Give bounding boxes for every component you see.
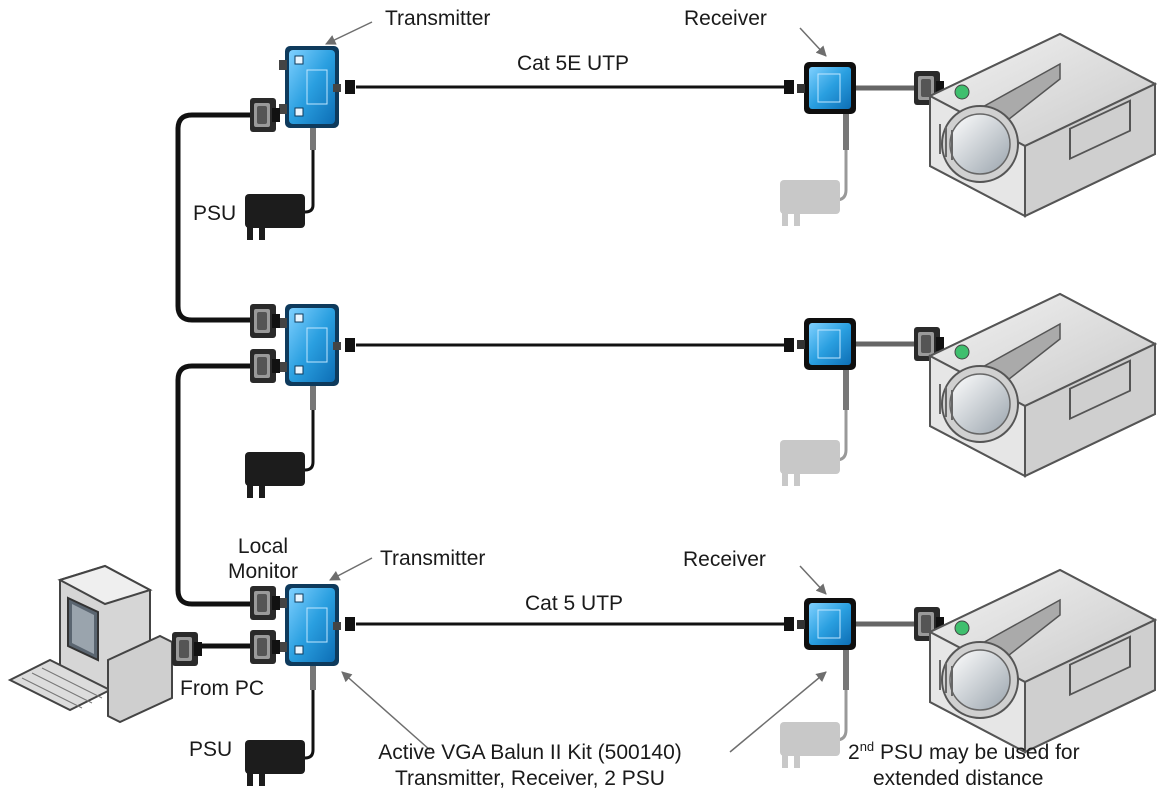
row-2	[245, 293, 1156, 498]
label-local-monitor-1: Local	[237, 535, 289, 558]
daisy-chain-cable-1	[175, 112, 250, 323]
daisy-chain-cable-2	[175, 363, 250, 607]
transmitter-bottom	[278, 583, 342, 667]
psu-light-top	[780, 180, 840, 226]
note-ordinal-suffix: nd	[859, 739, 875, 754]
row-3	[245, 569, 1156, 786]
vga-connector-middle-in	[250, 304, 280, 338]
vga-connector-from-pc	[250, 630, 280, 664]
pc-computer	[7, 564, 250, 724]
label-kit-line1: Active VGA Balun II Kit (500140)	[378, 741, 682, 764]
vga-connector-middle-out	[250, 349, 280, 383]
label-psu-top: PSU	[193, 202, 237, 225]
note-line1-rest: PSU may be used for	[874, 741, 1080, 764]
arrow-kit-transmitter	[341, 671, 431, 751]
label-cable-bottom: Cat 5 UTP	[525, 592, 624, 615]
label-note-line1: 2nd PSU may be used for	[848, 739, 1080, 765]
label-local-monitor-2: Monitor	[227, 560, 299, 583]
label-psu-bottom: PSU	[189, 738, 233, 761]
projector-bottom	[929, 569, 1156, 753]
arrow-transmitter-bottom	[329, 557, 373, 581]
label-receiver-top: Receiver	[684, 7, 767, 30]
transmitter-top	[278, 45, 342, 129]
receiver-bottom	[796, 597, 857, 651]
psu-dark-top	[245, 194, 305, 240]
note-ordinal-num: 2	[848, 741, 860, 764]
arrow-transmitter-top	[325, 21, 373, 45]
vga-connector-local-monitor	[250, 586, 280, 620]
arrow-receiver-top	[799, 27, 827, 57]
psu-light-middle	[780, 440, 840, 486]
label-transmitter-top: Transmitter	[385, 7, 491, 30]
vga-connector-top	[250, 98, 280, 132]
label-cable-top: Cat 5E UTP	[517, 52, 630, 75]
psu-dark-bottom	[245, 740, 305, 786]
arrow-kit-receiver	[729, 671, 827, 753]
label-kit-line2: Transmitter, Receiver, 2 PSU	[395, 767, 665, 790]
projector-top	[929, 33, 1156, 217]
psu-light-bottom	[780, 722, 840, 768]
label-transmitter-bottom: Transmitter	[380, 547, 486, 570]
receiver-top	[796, 61, 857, 115]
label-receiver-bottom: Receiver	[683, 548, 766, 571]
label-note-line2: extended distance	[873, 767, 1044, 790]
row-1	[245, 33, 1156, 240]
receiver-middle	[796, 317, 857, 371]
transmitter-middle	[278, 303, 342, 387]
label-from-pc: From PC	[180, 677, 264, 700]
psu-dark-middle	[245, 452, 305, 498]
arrow-receiver-bottom	[799, 565, 827, 595]
projector-middle	[929, 293, 1156, 477]
